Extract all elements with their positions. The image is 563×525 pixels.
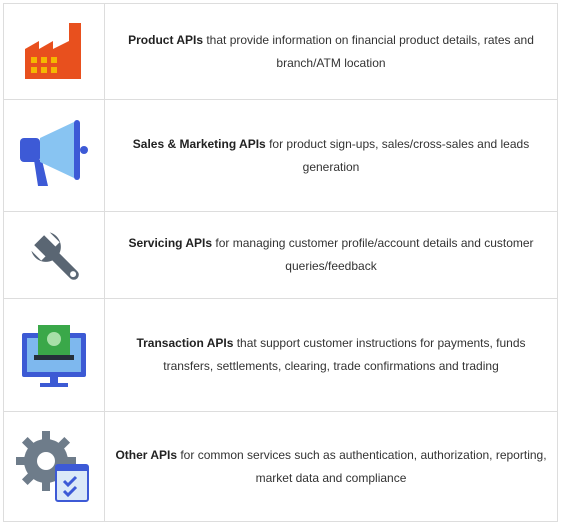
row-description: that provide information on financial pr… (203, 32, 534, 70)
row-description: that support customer instructions for p… (163, 336, 526, 373)
row-text: Other APIs for common services such as a… (104, 411, 558, 522)
monitor-cash-icon (22, 325, 86, 387)
table-row: Sales & Marketing APIs for product sign-… (3, 99, 558, 212)
row-description: for common services such as authenticati… (177, 447, 547, 485)
table-row: Other APIs for common services such as a… (3, 411, 558, 522)
icon-cell (3, 298, 105, 412)
megaphone-icon (20, 119, 88, 186)
table-row: Product APIs that provide information on… (3, 3, 558, 100)
table-row: Transaction APIs that support customer i… (3, 298, 558, 412)
row-title: Transaction APIs (136, 336, 234, 350)
row-description: for managing customer profile/account de… (212, 236, 534, 273)
wrench-icon (31, 232, 79, 280)
factory-icon (25, 22, 81, 79)
row-title: Sales & Marketing APIs (132, 136, 266, 151)
api-categories-table: Product APIs that provide information on… (3, 3, 558, 522)
icon-cell (3, 99, 105, 212)
row-title: Other APIs (115, 447, 178, 462)
table-row: Servicing APIs for managing customer pro… (3, 211, 558, 299)
row-title: Servicing APIs (128, 236, 213, 250)
icon-cell (3, 3, 105, 100)
row-text: Servicing APIs for managing customer pro… (104, 211, 558, 299)
row-text: Sales & Marketing APIs for product sign-… (104, 99, 558, 212)
row-title: Product APIs (128, 32, 204, 47)
icon-cell (3, 411, 105, 522)
row-text: Transaction APIs that support customer i… (104, 298, 558, 412)
gear-checklist-icon (16, 430, 89, 502)
icon-cell (3, 211, 105, 299)
row-text: Product APIs that provide information on… (104, 3, 558, 100)
row-description: for product sign-ups, sales/cross-sales … (265, 136, 530, 174)
